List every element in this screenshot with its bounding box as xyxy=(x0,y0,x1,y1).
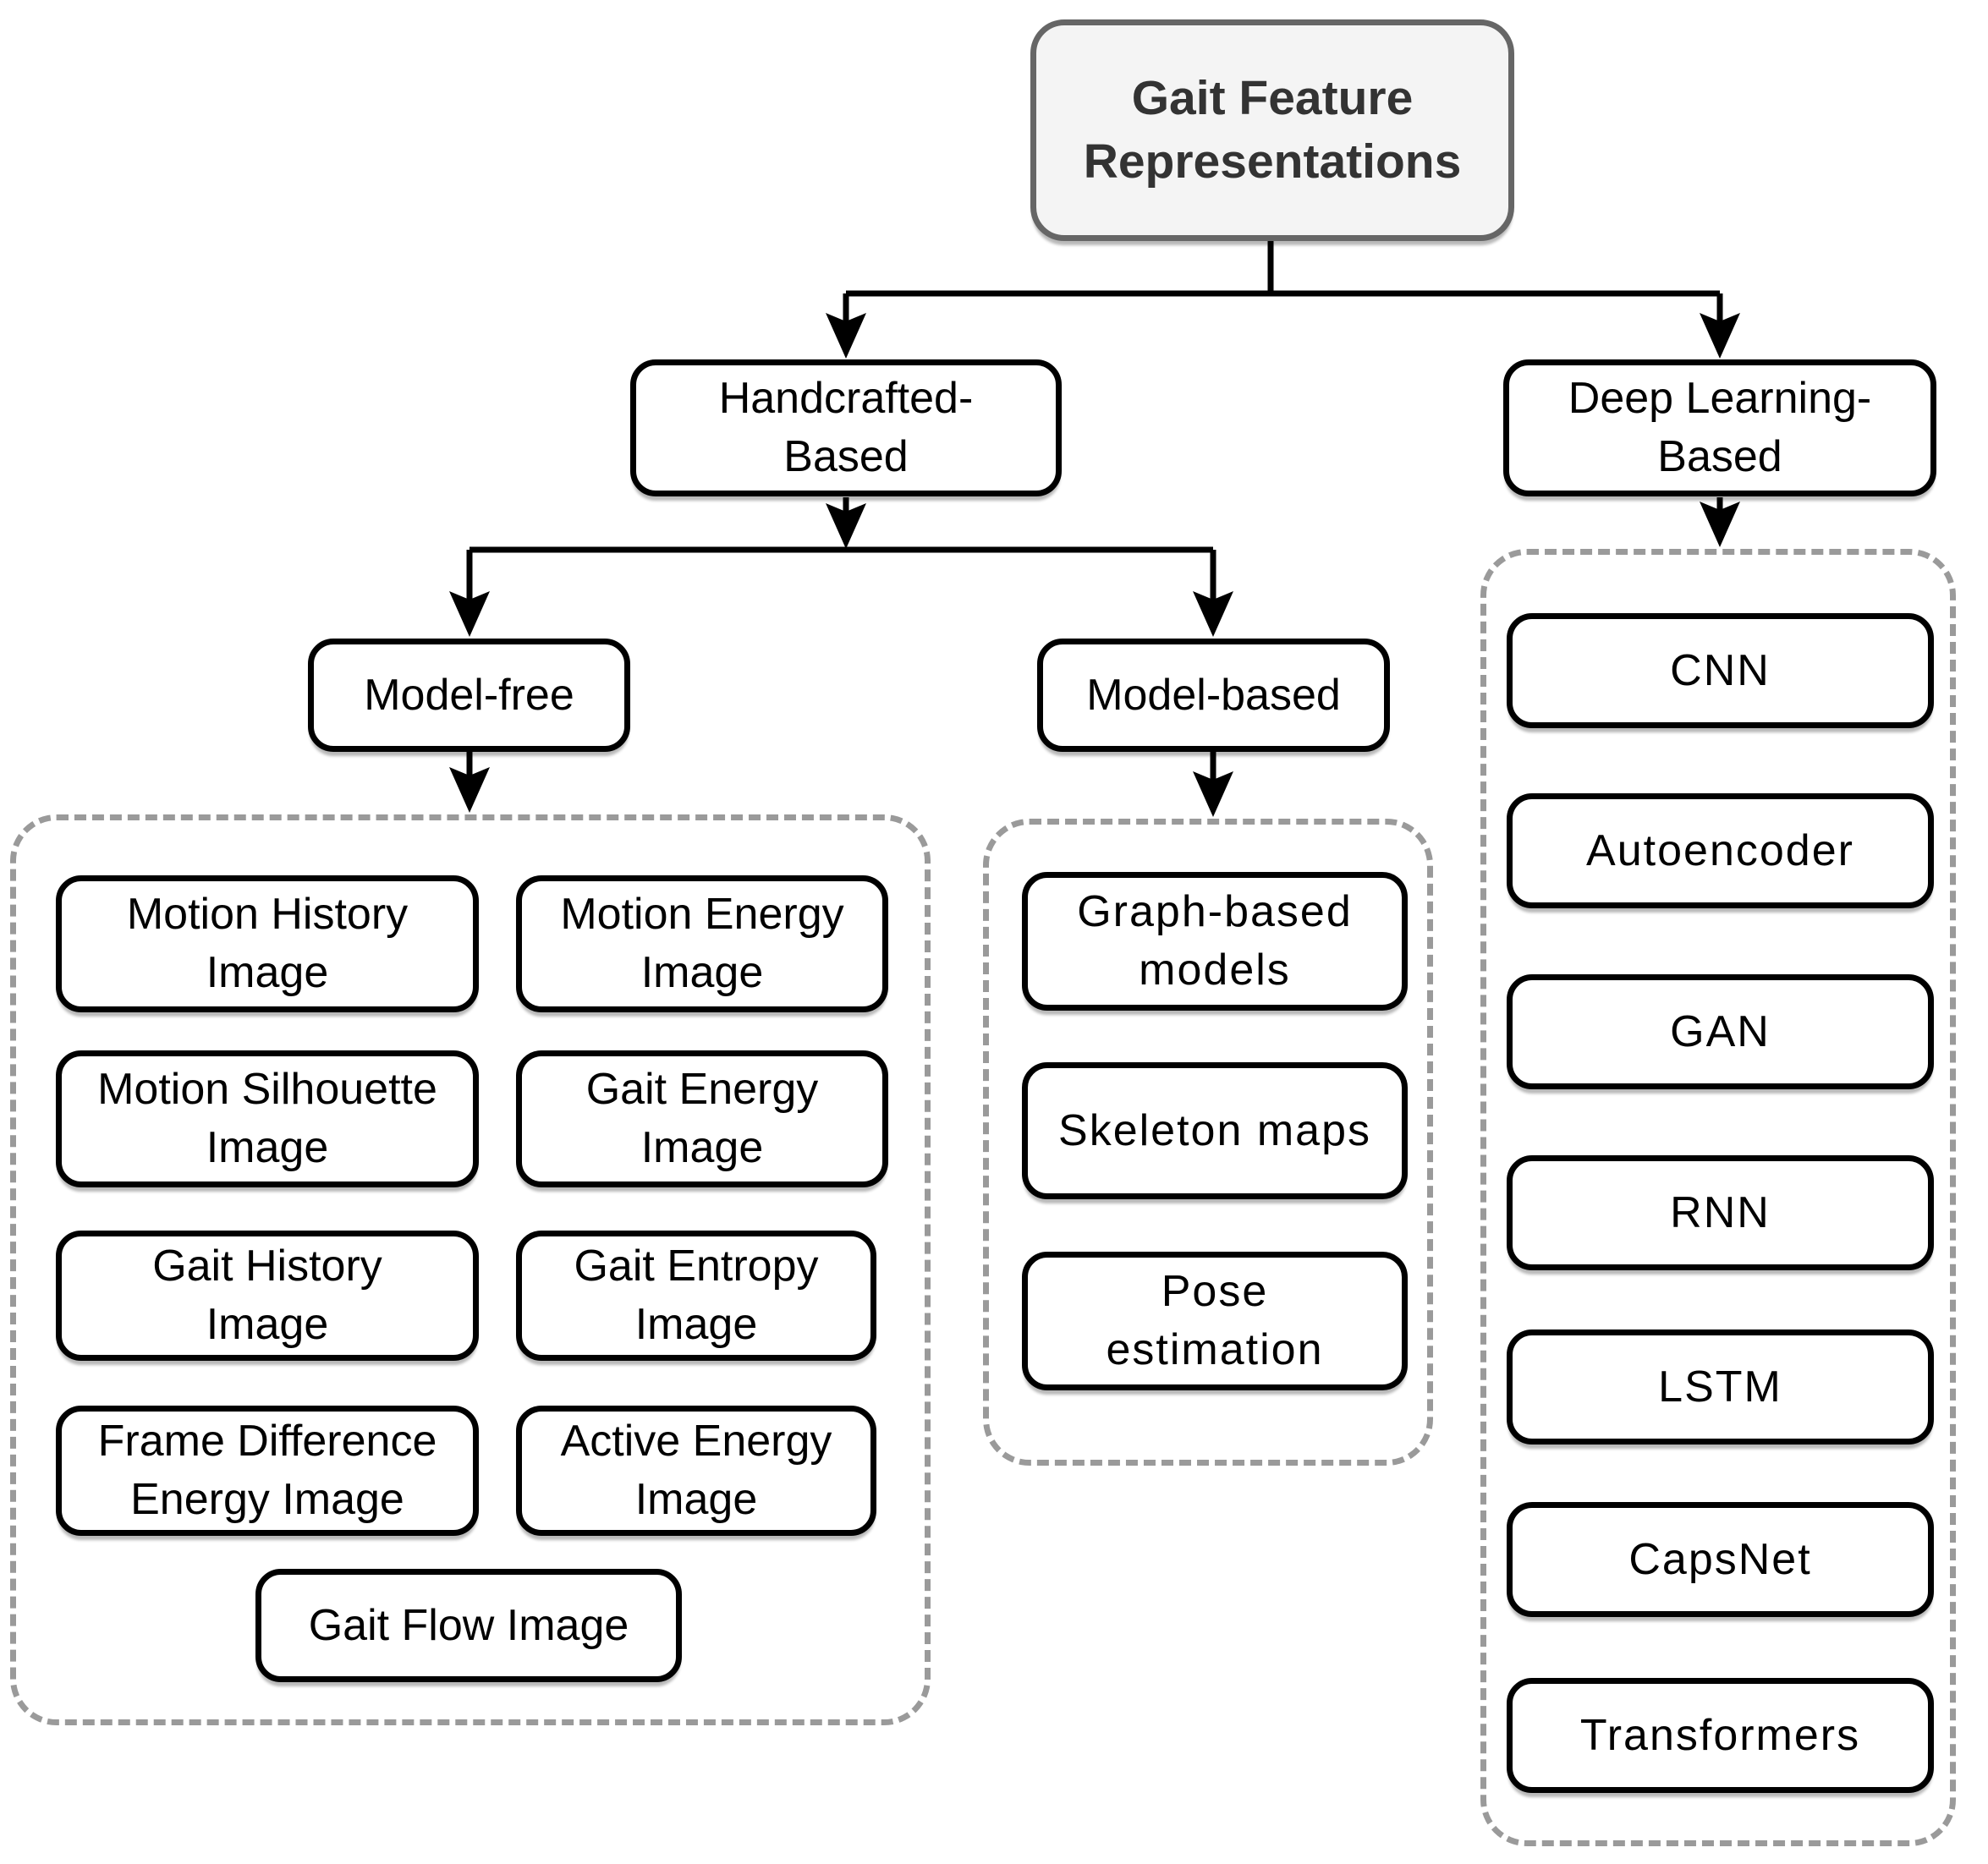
arrowhead-deep-learning-group xyxy=(1700,502,1740,547)
arrowhead-model-based xyxy=(1193,591,1233,637)
arrowhead-handcrafted xyxy=(826,313,866,359)
arrowhead-model-free xyxy=(449,591,490,637)
arrowhead-deep-learning xyxy=(1700,313,1740,359)
node-gait-flow-image: Gait Flow Image xyxy=(255,1569,682,1682)
node-motion-history-image: Motion History Image xyxy=(56,875,479,1012)
node-autoencoder: Autoencoder xyxy=(1507,793,1934,908)
node-gait-energy-image: Gait Energy Image xyxy=(516,1050,888,1187)
node-gan: GAN xyxy=(1507,974,1934,1089)
node-capsnet: CapsNet xyxy=(1507,1502,1934,1617)
node-gait-history-image: Gait History Image xyxy=(56,1231,479,1361)
node-graph-based-models: Graph-based models xyxy=(1022,872,1408,1011)
node-skeleton-maps: Skeleton maps xyxy=(1022,1062,1408,1199)
node-transformers: Transformers xyxy=(1507,1678,1934,1793)
node-motion-silhouette-image: Motion Silhouette Image xyxy=(56,1050,479,1187)
arrowhead-model-free-group xyxy=(449,767,490,813)
node-cnn: CNN xyxy=(1507,613,1934,728)
node-model-based: Model-based xyxy=(1037,639,1390,752)
arrowhead-model-based-group xyxy=(1193,771,1233,817)
node-gait-feature-representations: Gait Feature Representations xyxy=(1030,19,1514,241)
node-frame-difference-energy-image: Frame Difference Energy Image xyxy=(56,1406,479,1536)
node-active-energy-image: Active Energy Image xyxy=(516,1406,876,1536)
group-model-based-items xyxy=(983,819,1433,1466)
group-deep-learning-items xyxy=(1480,549,1956,1846)
node-deep-learning-based: Deep Learning- Based xyxy=(1503,359,1936,496)
group-model-free-items xyxy=(10,814,931,1725)
node-handcrafted-based: Handcrafted- Based xyxy=(630,359,1062,496)
node-lstm: LSTM xyxy=(1507,1329,1934,1445)
node-rnn: RNN xyxy=(1507,1155,1934,1270)
arrowhead-handcrafted-split xyxy=(826,503,866,549)
node-motion-energy-image: Motion Energy Image xyxy=(516,875,888,1012)
node-model-free: Model-free xyxy=(308,639,630,752)
node-pose-estimation: Pose estimation xyxy=(1022,1252,1408,1390)
node-gait-entropy-image: Gait Entropy Image xyxy=(516,1231,876,1361)
